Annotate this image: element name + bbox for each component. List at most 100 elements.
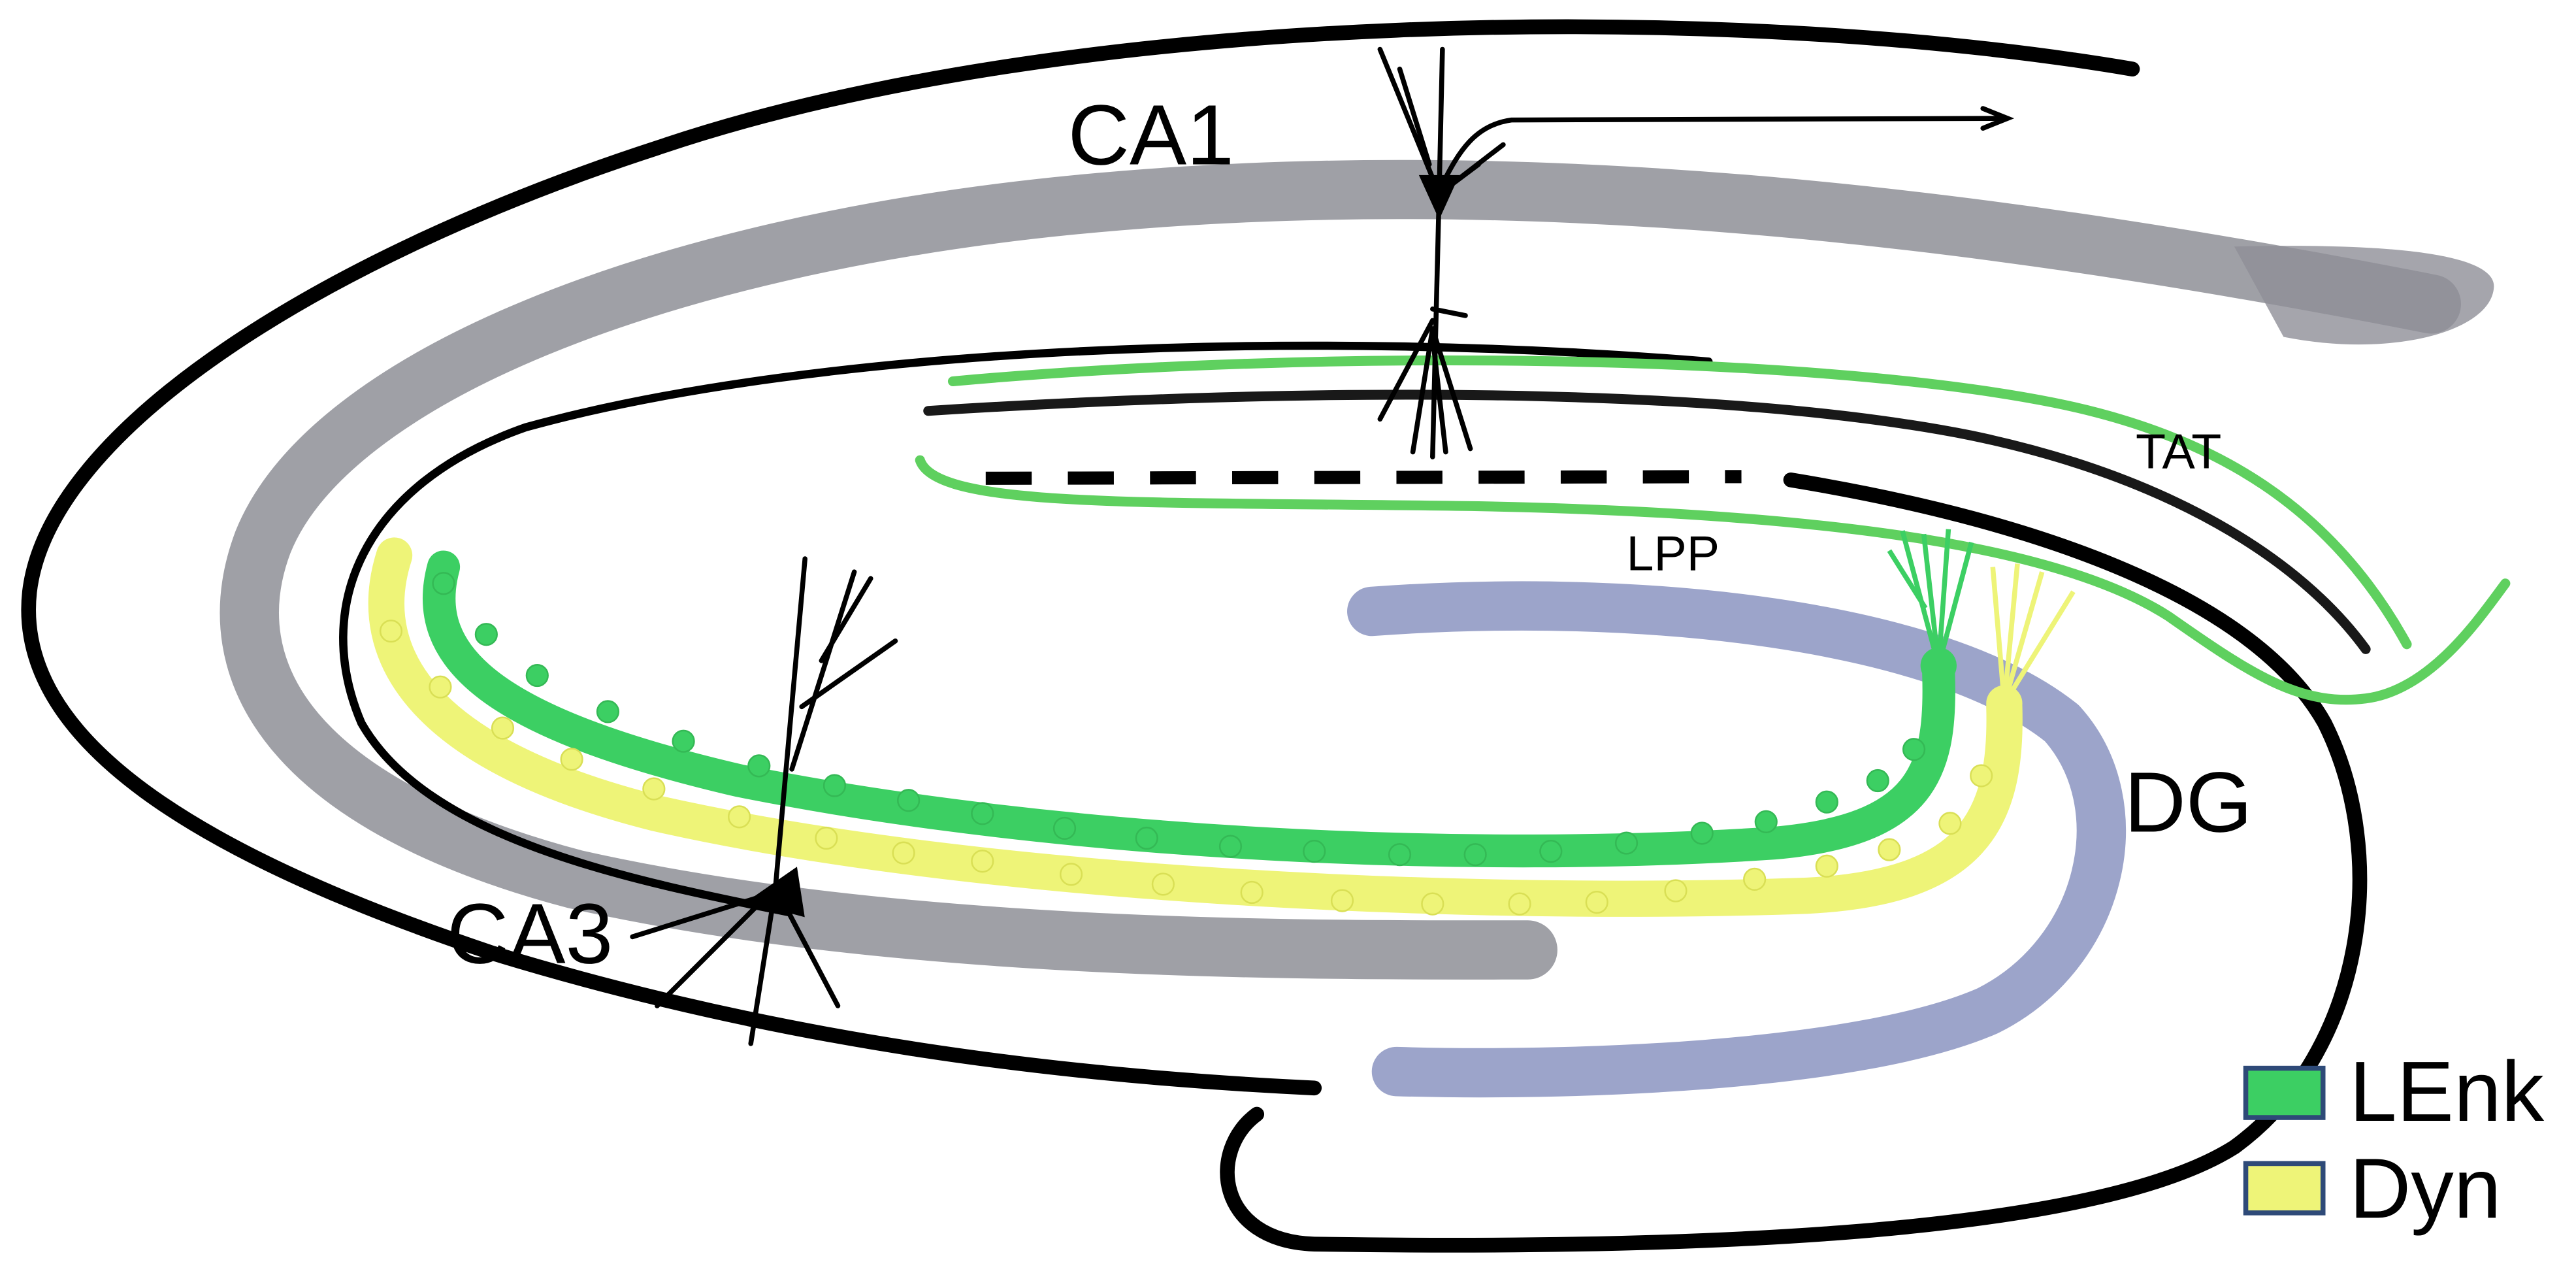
ca3-apical-branch: [819, 576, 873, 663]
dyn-neuron-dendrites: [1990, 563, 2076, 705]
lenk-terminal-dot: [474, 623, 498, 646]
lenk-terminal-dot: [747, 754, 771, 778]
lenk-terminal-dot: [1690, 821, 1714, 845]
ca3-label-leader-line: [630, 893, 767, 940]
inner-boundary-line: [339, 341, 1713, 916]
lenk-terminal-dot: [1614, 831, 1639, 855]
dyn-neuron-soma: [1986, 685, 2023, 721]
lenk-terminal-dot: [1754, 810, 1778, 833]
ca1-axon-arrowhead: [1980, 106, 2015, 131]
ca3-apical-branch: [789, 569, 857, 772]
lenk-terminal-dot: [1902, 738, 1926, 761]
ca3-pyramidal-neuron: [630, 556, 898, 1046]
lenk-terminal-dot: [1303, 840, 1326, 863]
ca3-label: CA3: [447, 886, 613, 982]
pyramidal-layer: [220, 159, 2494, 980]
ca3-apical-dendrite: [773, 556, 807, 890]
dyn-terminal-dot: [1815, 854, 1838, 878]
lenk-terminal-dot: [525, 663, 549, 688]
dyn-terminal-dot: [815, 826, 838, 850]
lenk-terminal-dot: [1388, 843, 1412, 867]
legend-item-dyn: Dyn: [2243, 1140, 2502, 1236]
lenk-dendrite: [1936, 529, 1951, 666]
tat-pathway: [947, 355, 2412, 650]
lenk-terminal-dot: [1815, 790, 1838, 814]
dyn-terminal-dot: [429, 675, 452, 699]
ca1-basal-dendrite: [1377, 46, 1442, 197]
hippocampus-outer-outline: [21, 19, 2140, 1096]
dyn-terminal-dot: [727, 805, 751, 829]
dyn-dendrite: [1990, 567, 2007, 704]
dyn-terminal-dot: [560, 748, 583, 771]
dyn-terminal-dot: [1970, 764, 1993, 788]
dyn-terminal-dot: [892, 841, 915, 865]
dyn-terminal-dot: [1151, 872, 1175, 896]
granule-cell-layer: [1347, 581, 2127, 1098]
dyn-terminal-dot: [1240, 880, 1264, 904]
dyn-terminal-dot: [1059, 863, 1083, 886]
dashed-fissure-line: [985, 470, 1742, 485]
ca1-apical-branch: [1410, 326, 1435, 455]
ca1-basal-dendrite: [1437, 46, 1445, 197]
dyn-terminal-dot: [1664, 879, 1687, 903]
ca1-label: CA1: [1068, 88, 1234, 183]
lenk-terminal-dot: [672, 729, 695, 753]
dentate-gyrus-outline: [1220, 473, 2368, 1253]
ca1-basal-dendrite: [1397, 66, 1432, 167]
dyn-granule-neuron: [1986, 563, 2076, 721]
dg-label: DG: [2124, 754, 2252, 850]
dyn-terminal-dot: [642, 777, 666, 801]
ca3-neuron-soma: [746, 867, 805, 918]
dyn-terminal-dot: [971, 850, 994, 873]
dyn-terminal-dot: [1743, 867, 1767, 891]
lenk-dendrite: [1887, 549, 1928, 610]
legend: LEnk Dyn: [2243, 1044, 2545, 1236]
tat-label: TAT: [2136, 424, 2221, 479]
lenk-terminal-dot: [1463, 843, 1487, 867]
ca1-apical-branch: [1430, 326, 1473, 452]
lenk-terminal-dot: [1135, 826, 1158, 850]
dyn-dendrite: [2002, 571, 2045, 705]
lpp-pathway: [915, 455, 2511, 705]
ca3-basal-dendrite: [748, 885, 778, 1046]
pyramidal-layer-band: [220, 159, 2461, 980]
lenk-neuron-dendrites: [1887, 529, 1974, 667]
lenk-terminal-dots: [432, 572, 1926, 867]
pyramidal-layer-flare: [2234, 246, 2494, 345]
lenk-terminal-dot: [1052, 816, 1077, 840]
ca3-basal-dendrite: [655, 885, 778, 1008]
dyn-terminal-dot: [1508, 892, 1531, 916]
dyn-terminal-dot: [1421, 892, 1444, 916]
dyn-dendrite: [2002, 563, 2020, 704]
lenk-dendrite: [1936, 541, 1974, 667]
dyn-terminal-dot: [491, 716, 515, 740]
ca1-apical-branch: [1430, 307, 1468, 318]
legend-swatch-lenk: [2243, 1065, 2326, 1120]
dyn-terminal-dot: [1938, 812, 1962, 835]
legend-item-lenk: LEnk: [2243, 1044, 2545, 1139]
legend-label-lenk: LEnk: [2349, 1044, 2545, 1139]
legend-label-dyn: Dyn: [2349, 1140, 2502, 1236]
lenk-terminal-dot: [1866, 769, 1889, 793]
lpp-label: LPP: [1627, 526, 1720, 581]
dyn-dendrite: [2002, 590, 2076, 705]
ca1-axon: [1440, 116, 2007, 187]
lenk-dendrite: [1921, 533, 1942, 666]
ca1-apical-branch: [1430, 334, 1448, 455]
ca3-apical-branch: [799, 638, 898, 710]
lenk-terminal-dot: [432, 572, 455, 595]
lenk-terminal-dot: [1218, 835, 1243, 858]
lenk-terminal-dot: [897, 789, 921, 812]
lenk-terminal-dot: [823, 774, 847, 797]
lenk-neuron-soma: [1920, 647, 1957, 684]
legend-swatch-dyn: [2243, 1161, 2326, 1216]
hippocampal-fissure-line: [923, 390, 2371, 654]
ca1-neuron-soma: [1418, 174, 1459, 220]
dyn-terminal-dot: [379, 620, 403, 643]
lenk-band: [422, 550, 1955, 868]
lenk-terminal-dot: [1539, 840, 1563, 863]
lenk-terminal-dot: [971, 802, 994, 825]
ca1-apical-dendrite: [1430, 191, 1442, 459]
dyn-terminal-dot: [1878, 838, 1901, 861]
